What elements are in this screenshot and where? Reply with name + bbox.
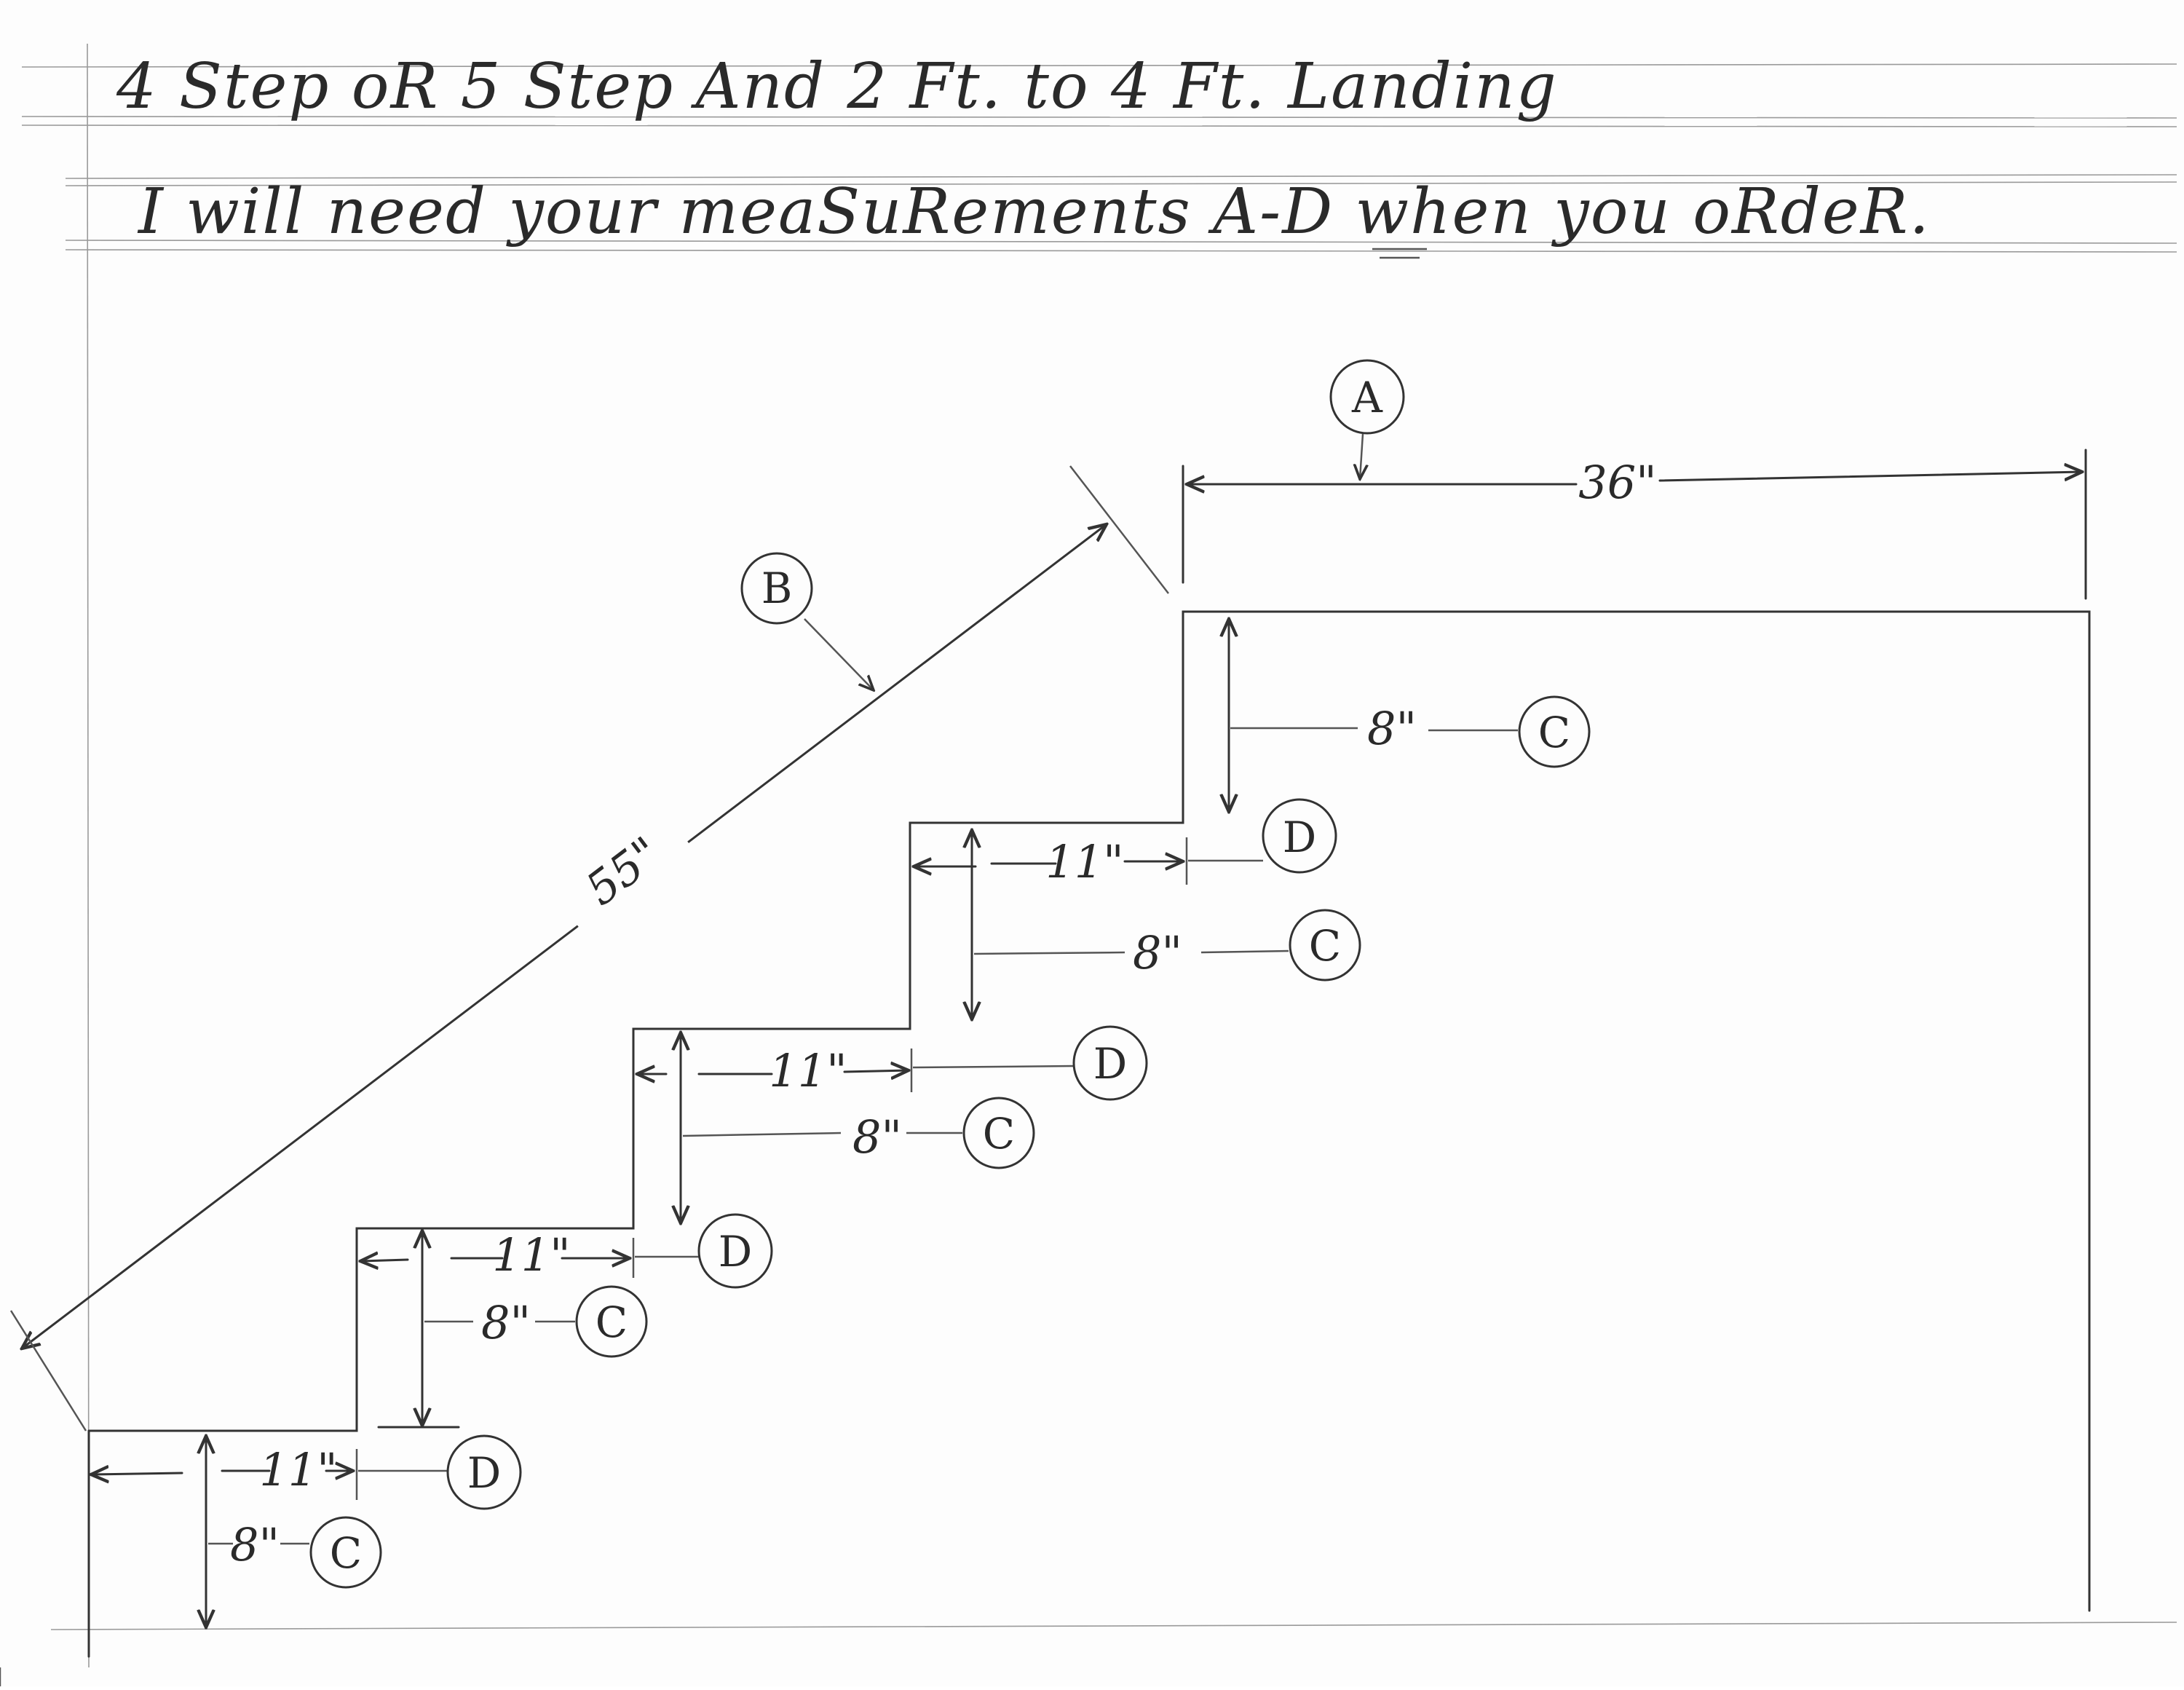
callout-a (1329, 359, 1405, 435)
diagram-subtitle: I will need your meaSuRements A-D when y… (137, 175, 1931, 248)
step3-run-dim-right (843, 1070, 909, 1072)
step2-run-value: 11" (492, 1228, 570, 1282)
callout-d-step4 (1262, 798, 1337, 874)
step4-rise-leader-b (1200, 949, 1289, 954)
step1-run-dim-left (91, 1473, 183, 1474)
callout-d-step4-label: D (1283, 813, 1317, 862)
callout-a-label: A (1351, 373, 1383, 422)
landing-depth: 36" (1578, 456, 1656, 509)
callout-c-step1-label: C (330, 1528, 362, 1578)
step3-run-value: 11" (769, 1044, 847, 1097)
callout-c-landing-label: C (1538, 708, 1570, 757)
callout-c-step4 (1289, 909, 1361, 982)
stair-profile (87, 610, 2091, 1612)
callout-d-step1-label: D (467, 1448, 502, 1498)
callout-c-step1 (309, 1516, 382, 1589)
step2-run-dim-left (360, 1260, 409, 1261)
landing-rise-value: 8" (1367, 702, 1417, 755)
callout-c-landing (1518, 695, 1591, 768)
callout-a-leader (1360, 433, 1363, 479)
landing-dim-right (1658, 472, 2082, 482)
step4-rise-value: 8" (1133, 926, 1182, 979)
stringer-label-bg (547, 802, 697, 939)
step1-rise-value: 8" (230, 1518, 280, 1571)
step4-rise-leader-a (973, 951, 1125, 955)
step3-d-leader (912, 1065, 1075, 1069)
callout-c-step4-label: C (1309, 921, 1341, 971)
stringer-top-tick (1069, 465, 1169, 594)
callout-d-step2 (697, 1213, 773, 1289)
step3-rise-leader-a (682, 1132, 842, 1137)
callout-b-leader (804, 618, 874, 690)
callout-d-step1 (446, 1434, 522, 1510)
stringer-line (22, 524, 1107, 1349)
step4-run-value: 11" (1045, 835, 1123, 888)
callout-b-label: B (761, 564, 793, 613)
callout-b (740, 552, 813, 625)
diagram-title: 4 Step oR 5 Step And 2 Ft. to 4 Ft. Land… (116, 50, 1558, 123)
callout-d-step2-label: D (719, 1227, 753, 1276)
callout-d-step3 (1072, 1025, 1148, 1101)
callout-c-step3 (962, 1097, 1035, 1169)
callout-c-step2 (575, 1285, 648, 1358)
callout-c-step2-label: C (596, 1298, 628, 1347)
step3-rise-value: 8" (852, 1110, 902, 1164)
step1-run-value: 11" (259, 1443, 337, 1496)
step2-rise-value: 8" (481, 1296, 531, 1349)
callout-d-step3-label: D (1093, 1039, 1128, 1089)
callout-c-step3-label: C (983, 1109, 1015, 1158)
stringer-foot-tick (9, 1310, 87, 1432)
